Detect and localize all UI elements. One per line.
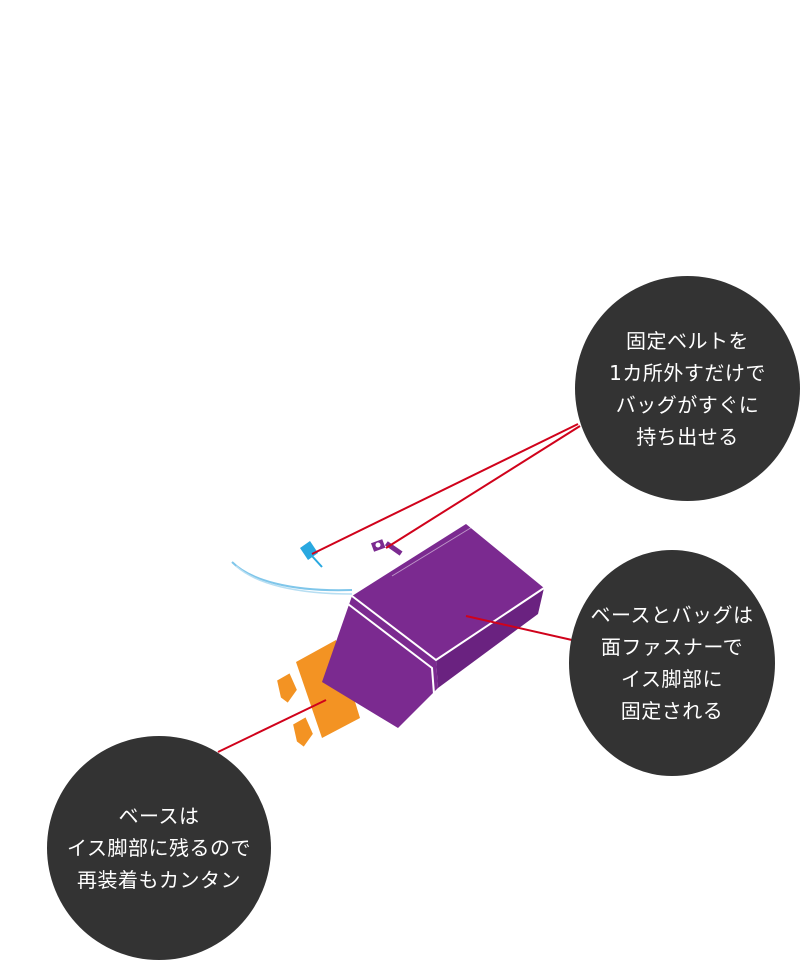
leader-line-base xyxy=(217,699,327,753)
belt-arc-inner xyxy=(235,565,353,595)
callout-belt-line-2: 1カ所外すだけで xyxy=(609,360,766,385)
callout-base-line-1: ベースとバッグは xyxy=(590,603,754,627)
callout-base-line-2: 面ファスナーで xyxy=(600,635,744,659)
callout-base-line-3: イス脚部に xyxy=(621,667,723,691)
leader-line-strap xyxy=(385,425,581,549)
callout-belt-line-3: バッグがすぐに xyxy=(615,392,760,417)
callout-belt-line-4: 持ち出せる xyxy=(636,424,739,449)
callout-reattach-line-3: 再装着もカンタン xyxy=(77,868,241,892)
purple-storage-bag-icon xyxy=(322,509,545,733)
leader-lines xyxy=(217,423,581,753)
blue-belt-clip-icon xyxy=(300,541,323,568)
orange-base-icon xyxy=(274,640,360,750)
callout-reattach-line-1: ベースは xyxy=(118,804,200,828)
leader-line-belt-clip xyxy=(311,423,579,555)
callout-reattach: ベースは イス脚部に残るので 再装着もカンタン xyxy=(47,736,271,960)
callout-base-fastener: ベースとバッグは 面ファスナーで イス脚部に 固定される xyxy=(569,550,775,776)
callout-base-line-4: 固定される xyxy=(620,699,724,723)
callout-reattach-line-2: イス脚部に残るので xyxy=(67,836,251,860)
callout-belt: 固定ベルトを 1カ所外すだけで バッグがすぐに 持ち出せる xyxy=(575,276,800,501)
callout-belt-line-1: 固定ベルトを xyxy=(625,328,749,353)
leader-line-bag xyxy=(465,615,573,641)
